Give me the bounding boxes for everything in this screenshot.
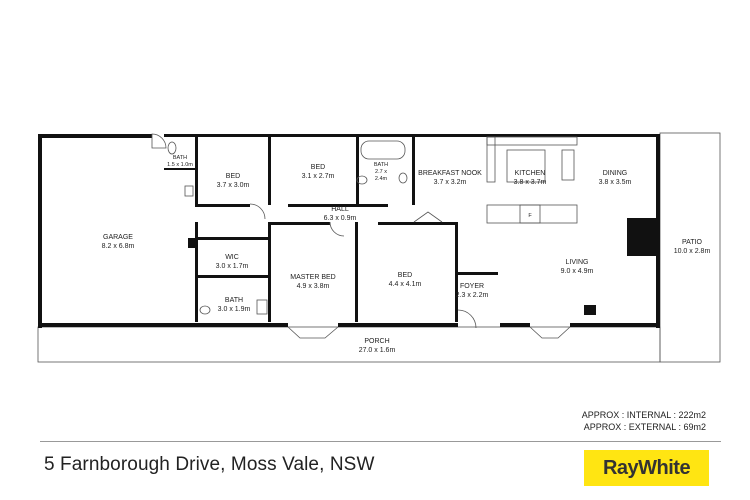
bath-top-size1: 2.7 x bbox=[375, 169, 387, 175]
bed2-size: 3.1 x 2.7m bbox=[302, 173, 335, 180]
bed1-name: BED bbox=[226, 173, 240, 180]
wic-size: 3.0 x 1.7m bbox=[216, 263, 249, 270]
fridge-label: F bbox=[528, 213, 532, 219]
garage-size: 8.2 x 6.8m bbox=[102, 243, 135, 250]
property-address: 5 Farnborough Drive, Moss Vale, NSW bbox=[44, 454, 375, 475]
toilet-icon bbox=[199, 305, 211, 315]
area-internal: APPROX : INTERNAL : 222m2 bbox=[581, 410, 706, 420]
footer-divider bbox=[40, 441, 721, 442]
foyer-name: FOYER bbox=[460, 283, 484, 290]
bed1-size: 3.7 x 3.0m bbox=[217, 182, 250, 189]
brand-logo-text: RayWhite bbox=[602, 456, 691, 479]
kitchen-counters bbox=[486, 136, 578, 224]
living-size: 9.0 x 4.9m bbox=[561, 268, 594, 275]
porch-size: 27.0 x 1.6m bbox=[359, 347, 396, 354]
bath-lower-size: 3.0 x 1.9m bbox=[218, 306, 251, 313]
garage-name: GARAGE bbox=[103, 234, 133, 241]
foyer-size: 2.3 x 2.2m bbox=[456, 292, 489, 299]
wic-name: WIC bbox=[225, 254, 239, 261]
porch-name: PORCH bbox=[364, 338, 389, 345]
master-name: MASTER BED bbox=[290, 274, 336, 281]
hall-name: HALL bbox=[331, 206, 349, 213]
brand-logo: RayWhite bbox=[584, 450, 709, 486]
bay-window-master bbox=[287, 326, 339, 339]
bed3-size: 4.4 x 4.1m bbox=[389, 281, 422, 288]
patio-size: 10.0 x 2.8m bbox=[674, 248, 711, 255]
bath-lower-name: BATH bbox=[225, 297, 243, 304]
bath-small-name: BATH bbox=[173, 155, 187, 161]
kitchen-name: KITCHEN bbox=[515, 170, 546, 177]
bath-top-name: BATH bbox=[374, 162, 388, 168]
dining-size: 3.8 x 3.5m bbox=[599, 179, 632, 186]
vanity bbox=[256, 299, 268, 315]
bath-small-size: 1.5 x 1.0m bbox=[167, 162, 193, 168]
fixtures bbox=[167, 140, 408, 315]
vanity bbox=[184, 185, 194, 197]
breakfast-name: BREAKFAST NOOK bbox=[418, 170, 482, 177]
toilet-icon bbox=[167, 141, 177, 155]
exterior-walls bbox=[38, 134, 660, 328]
kitchen-size: 3.8 x 3.7m bbox=[514, 179, 547, 186]
bed3-name: BED bbox=[398, 272, 412, 279]
master-size: 4.9 x 3.8m bbox=[297, 283, 330, 290]
living-name: LIVING bbox=[566, 259, 589, 266]
bath-top-size2: 2.4m bbox=[375, 176, 388, 182]
bathtub bbox=[360, 140, 406, 160]
bay-window-living bbox=[529, 326, 571, 339]
area-external: APPROX : EXTERNAL : 69m2 bbox=[583, 422, 706, 432]
bed2-name: BED bbox=[311, 164, 325, 171]
doors bbox=[151, 133, 477, 329]
hall-size: 6.3 x 0.9m bbox=[324, 215, 357, 222]
patio-name: PATIO bbox=[682, 239, 703, 246]
interior-walls bbox=[164, 137, 656, 322]
toilet-icon bbox=[398, 172, 408, 184]
dining-name: DINING bbox=[603, 170, 628, 177]
breakfast-size: 3.7 x 3.2m bbox=[434, 179, 467, 186]
toilet-icon bbox=[356, 175, 368, 185]
